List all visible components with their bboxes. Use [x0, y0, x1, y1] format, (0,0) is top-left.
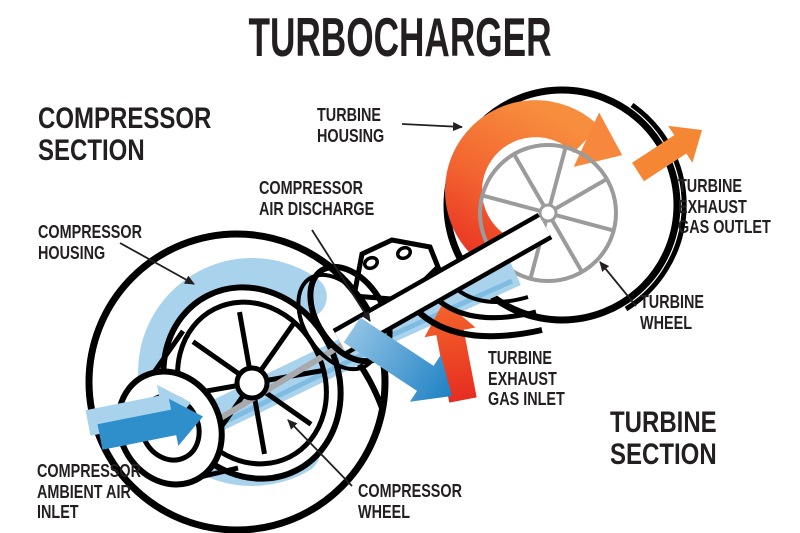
air-discharge-arrow [343, 317, 452, 402]
pointer-lines [119, 122, 637, 487]
pointer-compressor-housing [119, 242, 195, 285]
label-turbine-exhaust-gas-outlet: TURBINE EXHAUST GAS OUTLET [678, 176, 771, 238]
air-inlet-arrow [85, 384, 203, 450]
compressor-hub [234, 365, 270, 401]
exhaust-outlet-arrow [632, 125, 702, 182]
exhaust-gas-arc [445, 100, 623, 273]
turbine-hub [538, 203, 558, 223]
label-turbine-housing: TURBINE HOUSING [317, 105, 385, 146]
pointer-compressor-air-discharge [311, 229, 371, 322]
exhaust-arc-arrowhead [573, 112, 623, 167]
label-compressor-housing: COMPRESSOR HOUSING [38, 222, 143, 263]
pointer-compressor-wheel [287, 419, 353, 487]
label-turbine-section: TURBINE SECTION [610, 406, 717, 472]
label-compressor-section: COMPRESSOR SECTION [38, 102, 212, 168]
pointer-turbine-wheel [599, 261, 637, 307]
shaft [332, 212, 553, 356]
bolt-hole [362, 255, 380, 271]
discharge-neck-line [355, 360, 385, 410]
pointer-turbine-housing [401, 122, 463, 132]
bolt-hole [395, 245, 413, 261]
label-compressor-ambient-air-inlet: COMPRESSOR AMBIENT AIR INLET [37, 461, 142, 523]
label-turbine-exhaust-gas-inlet: TURBINE EXHAUST GAS INLET [488, 348, 565, 410]
label-compressor-wheel: COMPRESSOR WHEEL [358, 481, 463, 522]
page-title: TURBOCHARGER [248, 6, 552, 68]
label-compressor-air-discharge: COMPRESSOR AIR DISCHARGE [259, 178, 375, 219]
turbine-outlet-rim-line [624, 102, 687, 312]
label-turbine-wheel: TURBINE WHEEL [640, 292, 704, 333]
discharge-neck-line [290, 241, 332, 269]
